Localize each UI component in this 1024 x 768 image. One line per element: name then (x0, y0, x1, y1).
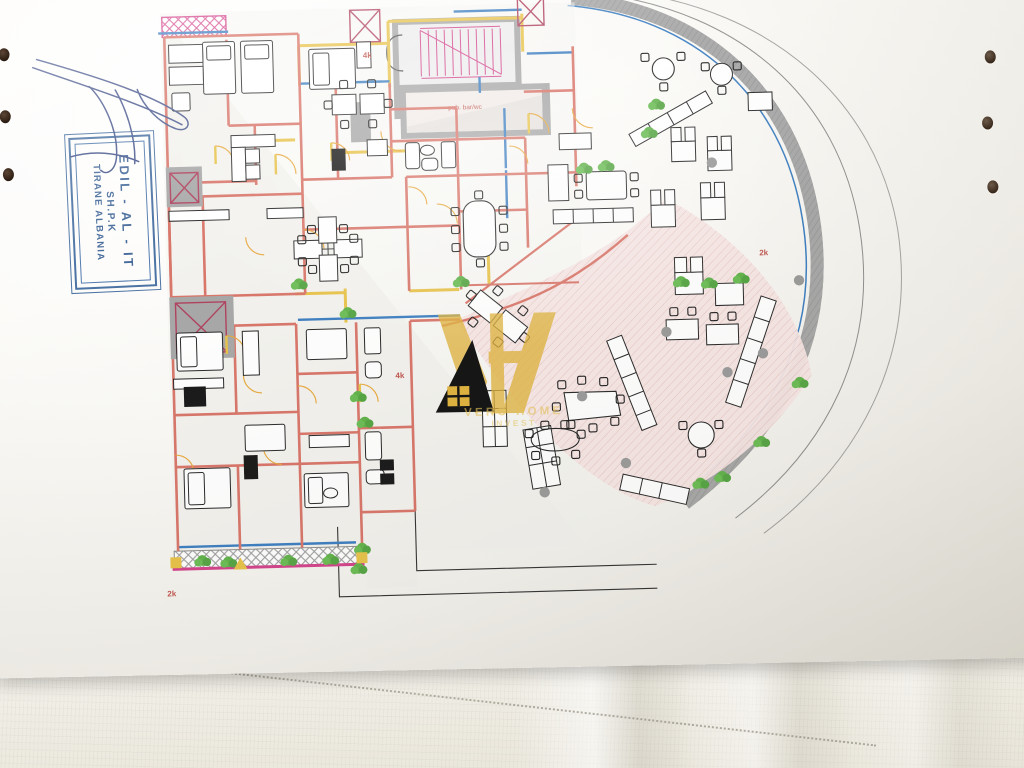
company-stamp: EDIL - AL - IT SH.P.K TIRANE ALBANIA (63, 130, 162, 294)
plan-label-pub-bar: pub. bar/wc (448, 104, 483, 112)
plan-label-2k-bottom: 2k (167, 589, 177, 598)
punch-hole (981, 116, 994, 130)
plan-label-2k-right: 2k (759, 248, 769, 257)
floor-plan-drawing: pub. bar/wc (101, 0, 918, 639)
punch-hole (2, 168, 15, 182)
watermark-brand-text: VERO HOME INVEST (424, 404, 604, 430)
plan-label-4k-top: 4k (363, 51, 373, 60)
printed-plan-sheet: pub. bar/wc (0, 0, 1024, 679)
plan-label-4k-mid: 4k (395, 371, 405, 380)
punch-hole (987, 180, 999, 194)
punch-hole (0, 48, 10, 62)
punch-hole (984, 50, 996, 64)
punch-hole (0, 110, 11, 124)
